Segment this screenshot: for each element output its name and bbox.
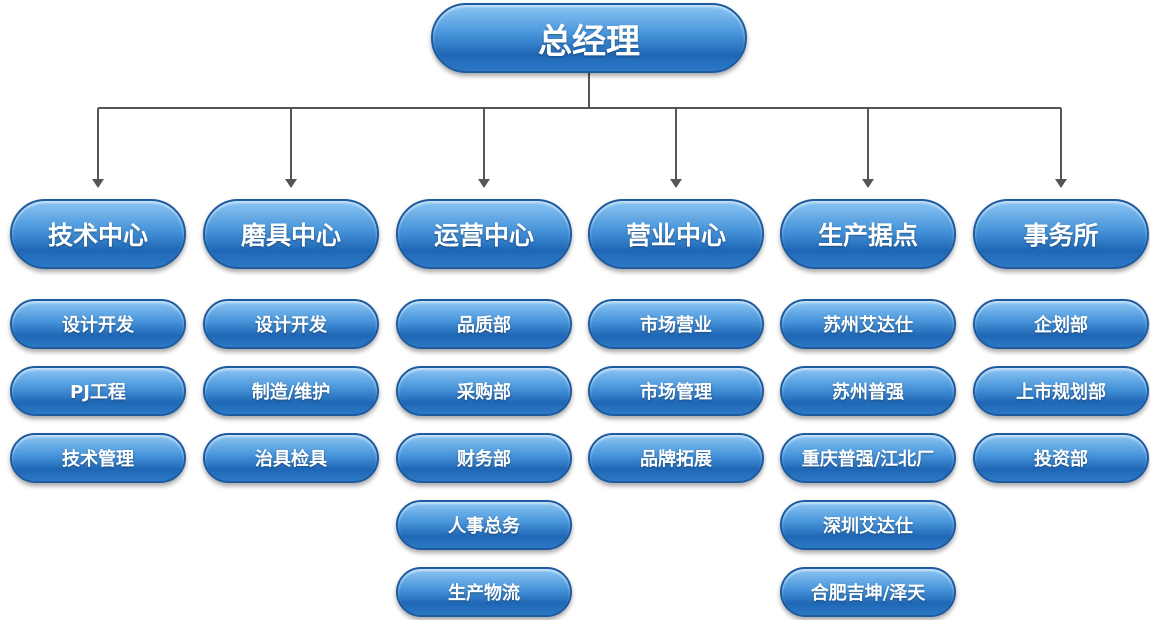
sub-unit-node: 上市规划部 xyxy=(973,366,1149,416)
sub-unit-node: 重庆普强/江北厂 xyxy=(780,433,956,483)
sub-unit-node: 制造/维护 xyxy=(203,366,379,416)
sub-unit-node: 苏州普强 xyxy=(780,366,956,416)
department-node: 技术中心 xyxy=(10,199,186,269)
sub-unit-node: 财务部 xyxy=(396,433,572,483)
arrow-down-icon xyxy=(1055,179,1067,188)
sub-unit-node: PJ工程 xyxy=(10,366,186,416)
department-node: 磨具中心 xyxy=(203,199,379,269)
department-node: 事务所 xyxy=(973,199,1149,269)
sub-unit-node: 投资部 xyxy=(973,433,1149,483)
sub-unit-node: 技术管理 xyxy=(10,433,186,483)
sub-unit-node: 合肥吉坤/泽天 xyxy=(780,567,956,617)
arrow-down-icon xyxy=(478,179,490,188)
sub-unit-node: 企划部 xyxy=(973,299,1149,349)
sub-unit-node: 品牌拓展 xyxy=(588,433,764,483)
sub-unit-node: 治具检具 xyxy=(203,433,379,483)
arrow-down-icon xyxy=(92,179,104,188)
department-node: 生产据点 xyxy=(780,199,956,269)
department-node: 营业中心 xyxy=(588,199,764,269)
sub-unit-node: 市场管理 xyxy=(588,366,764,416)
arrow-down-icon xyxy=(862,179,874,188)
sub-unit-node: 采购部 xyxy=(396,366,572,416)
sub-unit-node: 深圳艾达仕 xyxy=(780,500,956,550)
sub-unit-node: 设计开发 xyxy=(203,299,379,349)
sub-unit-node: 苏州艾达仕 xyxy=(780,299,956,349)
root-node-general-manager: 总经理 xyxy=(431,3,747,73)
department-node: 运营中心 xyxy=(396,199,572,269)
arrow-down-icon xyxy=(670,179,682,188)
sub-unit-node: 人事总务 xyxy=(396,500,572,550)
arrow-down-icon xyxy=(285,179,297,188)
sub-unit-node: 设计开发 xyxy=(10,299,186,349)
sub-unit-node: 品质部 xyxy=(396,299,572,349)
sub-unit-node: 市场营业 xyxy=(588,299,764,349)
sub-unit-node: 生产物流 xyxy=(396,567,572,617)
